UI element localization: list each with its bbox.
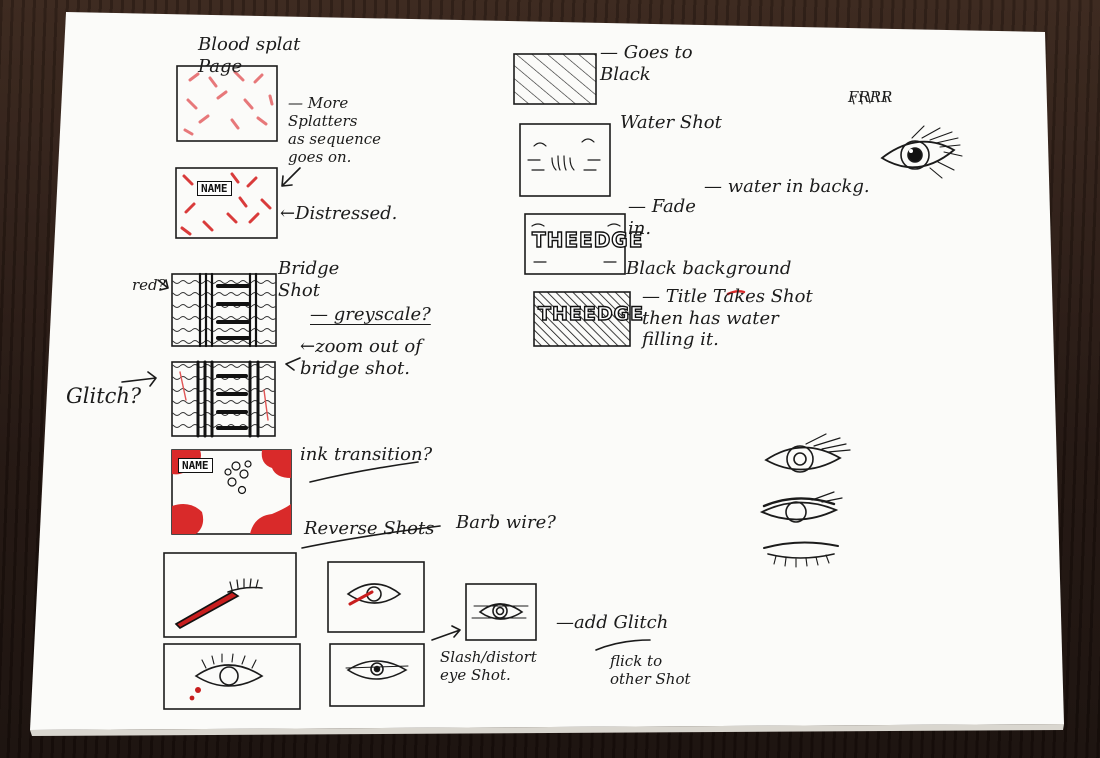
note-water-shot: Water Shot [620,112,722,133]
frame-eye-bleeding [163,643,301,710]
blood-slash [174,591,240,629]
eye-drawing-closed [763,541,839,568]
eye-drawing-open [764,433,851,473]
note-barb-wire: Barb wire? [456,512,556,533]
note-distressed: ←Distressed. [280,203,398,224]
paper-sheet [30,12,1064,730]
note-ink-transition: ink transition? [300,444,433,465]
note-black-background: Black background [626,258,792,279]
note-frrr: FRRR [848,88,893,106]
eye-drawing-large [851,91,963,179]
arrow-to-frame2 [281,167,301,187]
frame-ink-transition [171,449,292,535]
frame-distressed-name [175,167,278,239]
note-bridge-shot: Bridge Shot [278,258,340,301]
bridge-rungs [216,284,250,340]
reverse-underline [301,525,441,549]
frame-name-label-ink: NAME [178,458,213,473]
ink-blots [172,450,291,534]
note-red: red? [132,276,166,294]
frame-eye-distorted [329,643,425,707]
arrow-glitch [121,371,157,387]
frame-closed-eye-slash [163,552,297,638]
note-zoom-out: ←zoom out of bridge shot. [300,336,422,379]
note-goes-to-black: — Goes to Black [600,42,693,85]
edge-title-on-black: THEEDGE [537,302,645,325]
note-water-in-background: — water in backg. [704,176,870,197]
note-flick-to-other-shot: flick to other Shot [610,652,691,688]
arrow-red [157,279,169,291]
note-greyscale: — greyscale? [310,304,431,325]
paper-edge-shadow [30,724,1064,736]
arrow-zoom [285,357,301,371]
note-fade-in: — Fade in. [628,196,696,239]
ink-underline [309,461,419,483]
distressed-marks [180,172,272,236]
note-title-takes-shot: — Title Takes Shot then has water fillin… [642,286,813,351]
note-more-splatters: — More Splatters as sequence goes on. [288,94,382,166]
frame-water-shot [519,123,611,197]
heading-reverse-shots: Reverse Shots [304,518,435,539]
frame-blood-splat [176,65,278,142]
frame-glitch-eye [465,583,537,641]
frame-name-label: NAME [197,181,232,196]
edge-title-outline: THEEDGE [531,227,644,252]
frame-black-background-title [533,291,631,347]
note-add-glitch: —add Glitch [556,612,669,633]
splatter-marks [183,70,274,136]
title-blood-splat-page: Blood splat Page [198,34,301,77]
note-glitch: Glitch? [66,384,142,408]
frame-goes-to-black [513,53,597,105]
frame-eye-small-cut [327,561,425,633]
ink-flowers [224,460,252,495]
arrow-to-glitch-eye [431,625,461,641]
eye-drawing-half [759,491,843,523]
note-slash-distort: Slash/distort eye Shot. [440,648,537,684]
frame-fade-in-title [524,213,626,275]
